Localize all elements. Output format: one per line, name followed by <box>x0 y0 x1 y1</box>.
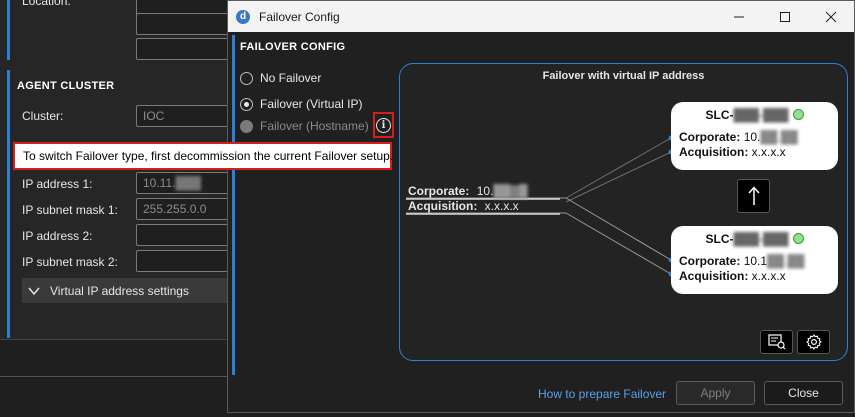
radio-label: Failover (Virtual IP) <box>260 97 363 111</box>
failover-diagram: Failover with virtual IP address <box>399 63 848 361</box>
logs-icon <box>767 334 785 350</box>
node-primary[interactable]: SLC-███-███ Corporate: 10.██.██ Acquisit… <box>671 102 838 170</box>
accent-bar <box>7 70 10 338</box>
diagram-title: Failover with virtual IP address <box>542 70 705 82</box>
redacted-text: ███-███ <box>733 108 789 122</box>
chevron-down-icon <box>28 287 40 295</box>
divider <box>0 376 230 377</box>
redacted-text: ██▓█ <box>493 184 528 198</box>
virtual-ip-settings-toggle[interactable]: Virtual IP address settings <box>22 278 232 303</box>
settings-button[interactable] <box>797 330 830 354</box>
redacted-text: ███ <box>175 176 201 190</box>
node-primary-acquisition: Acquisition: x.x.x.x <box>679 145 786 159</box>
ip-subnet-mask-1-value: 255.255.0.0 <box>143 202 207 216</box>
failover-config-heading: FAILOVER CONFIG <box>240 41 346 53</box>
source-acquisition: Acquisition: x.x.x.x <box>408 199 519 213</box>
maximize-button[interactable] <box>762 1 808 32</box>
location-label: Location: <box>22 0 71 8</box>
virtual-ip-settings-label: Virtual IP address settings <box>50 283 189 298</box>
tooltip-text: To switch Failover type, first decommiss… <box>23 149 394 163</box>
ip-address-1-field[interactable]: 10.11.███ <box>136 172 246 194</box>
connection-lines <box>406 135 674 277</box>
app-logo-icon: d <box>236 9 250 24</box>
how-to-prepare-failover-link[interactable]: How to prepare Failover <box>538 387 667 401</box>
node-secondary-corporate: Corporate: 10.1██.██ <box>679 254 805 268</box>
redacted-text: ███-███ <box>733 232 789 246</box>
maximize-icon <box>780 11 790 22</box>
cluster-field[interactable]: IOC <box>136 105 246 127</box>
dialog-title: Failover Config <box>259 9 340 24</box>
ip-subnet-mask-1-label: IP subnet mask 1: <box>22 203 118 217</box>
radio-indicator <box>240 119 253 133</box>
background-app-panel: Location: AGENT CLUSTER Cluster: IOC IP … <box>0 0 246 340</box>
failover-type-tooltip: To switch Failover type, first decommiss… <box>13 142 394 170</box>
radio-label: No Failover <box>260 71 322 85</box>
ip-subnet-mask-2-label: IP subnet mask 2: <box>22 255 118 269</box>
redacted-text: ██.██ <box>760 130 798 144</box>
radio-failover-hostname[interactable]: Failover (Hostname) <box>240 119 369 133</box>
minimize-icon <box>734 16 744 17</box>
cluster-value: IOC <box>143 109 165 123</box>
node-secondary-acquisition: Acquisition: x.x.x.x <box>679 269 786 283</box>
minimize-button[interactable] <box>716 1 762 32</box>
node-primary-name: SLC-███-███ <box>671 108 838 122</box>
status-online-icon <box>792 109 804 120</box>
accent-bar <box>7 0 10 60</box>
arrow-up-icon <box>747 186 760 205</box>
failover-config-dialog: d Failover Config FAILOVER CONFIG No Fai… <box>227 0 855 413</box>
source-corporate-value: 10. <box>476 184 494 198</box>
radio-label: Failover (Hostname) <box>260 119 369 133</box>
source-acquisition-label: Acquisition: <box>408 199 478 213</box>
close-button[interactable]: Close <box>764 381 843 405</box>
gear-icon <box>805 334 822 350</box>
close-icon <box>825 11 837 22</box>
agent-cluster-heading: AGENT CLUSTER <box>17 80 115 92</box>
status-online-icon <box>792 233 804 244</box>
source-corporate: Corporate: 10.██▓█ <box>408 184 528 198</box>
info-icon: i <box>376 117 391 133</box>
ip-address-1-label: IP address 1: <box>22 177 93 191</box>
logs-button[interactable] <box>760 330 793 354</box>
node-secondary[interactable]: SLC-███-███ Corporate: 10.1██.██ Acquisi… <box>671 226 838 294</box>
radio-indicator <box>240 97 253 111</box>
radio-failover-virtual-ip[interactable]: Failover (Virtual IP) <box>240 97 362 111</box>
redacted-text: ██.██ <box>767 254 805 268</box>
source-acquisition-value: x.x.x.x <box>484 199 519 213</box>
source-corporate-label: Corporate: <box>408 184 470 198</box>
apply-button[interactable]: Apply <box>676 381 755 405</box>
cluster-label: Cluster: <box>22 109 64 123</box>
divider <box>0 339 230 340</box>
node-primary-corporate: Corporate: 10.██.██ <box>679 130 798 144</box>
accent-bar <box>232 35 235 375</box>
close-window-button[interactable] <box>808 1 854 32</box>
node-secondary-name: SLC-███-███ <box>671 232 838 246</box>
ip-address-1-value: 10.11. <box>143 176 176 190</box>
ip-address-2-label: IP address 2: <box>22 229 93 243</box>
info-button[interactable]: i <box>373 112 394 138</box>
radio-indicator <box>240 71 253 85</box>
swap-direction-button[interactable] <box>737 179 770 213</box>
title-bar: d Failover Config <box>228 1 854 32</box>
radio-no-failover[interactable]: No Failover <box>240 71 321 85</box>
